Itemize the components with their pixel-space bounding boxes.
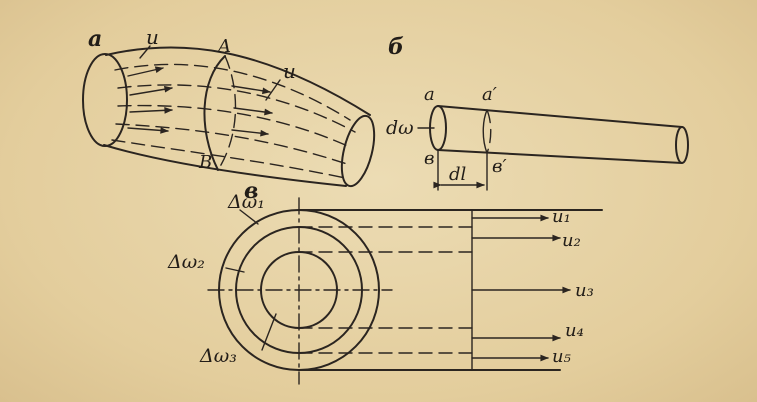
point-a-label: a: [424, 84, 435, 105]
velocity-u4-label: u₄: [565, 320, 584, 341]
panel-v-velocity-profile: в Δω₁ Δω₂ Δω₃ u₁ u₂ u₃ u₄ u₅: [167, 178, 603, 385]
leader-dw3: [261, 313, 277, 351]
area-dw3-label: Δω₃: [199, 345, 237, 367]
tube-a-outlet-ellipse: [340, 114, 376, 188]
tube-b-outlet-ellipse: [675, 126, 689, 164]
section-a-prime-v-prime: [482, 109, 488, 154]
streamline-a-1: [114, 63, 351, 121]
tube-b-top: [437, 105, 683, 128]
velocity-leader-right: [265, 79, 281, 101]
section-label-B: B: [198, 152, 212, 173]
leader-dw1: [239, 209, 259, 225]
tube-b-bottom: [437, 149, 683, 164]
streamline-a-3: [117, 104, 353, 149]
point-v-label: в: [424, 148, 434, 169]
velocity-arrow-a-2: [129, 85, 173, 96]
leader-dw2: [225, 267, 245, 273]
velocity-u2-label: u₂: [562, 230, 581, 251]
velocity-u3-label: u₃: [575, 280, 594, 301]
section-a-b-curve: [203, 55, 226, 171]
section-label-A: A: [216, 36, 231, 57]
point-a-prime-label: a′: [482, 84, 497, 105]
panel-b-elementary-tube: б a a′ в в′ dω dl: [386, 34, 689, 191]
velocity-u1-label: u₁: [552, 206, 571, 227]
area-dw1-label: Δω₁: [227, 191, 265, 213]
velocity-arrow-a-5: [231, 85, 271, 95]
velocity-arrow-a-6: [233, 107, 273, 116]
length-dl-label: dl: [449, 164, 467, 185]
panel-a-label: а: [88, 26, 102, 52]
tube-a-top-outline: [105, 46, 371, 116]
velocity-arrow-a-7: [231, 129, 269, 137]
tube-a-inlet-ellipse: [82, 53, 128, 147]
area-dw-label: dω: [386, 117, 414, 139]
streamline-a-4: [115, 123, 351, 166]
streamline-a-5: [111, 139, 346, 179]
velocity-arrow-a-1: [127, 66, 164, 77]
panel-b-label: б: [388, 34, 404, 60]
section-a-b-hidden: [217, 55, 237, 171]
velocity-u5-label: u₅: [552, 346, 571, 367]
panel-v-label: в: [244, 178, 258, 204]
area-dw2-label: Δω₂: [167, 251, 205, 273]
velocity-label-right: u: [283, 59, 296, 83]
panel-a-stream-tube: а u u A B: [82, 25, 376, 188]
velocity-arrow-a-4: [127, 127, 169, 134]
streamline-a-2: [117, 84, 356, 133]
velocity-label-left: u: [146, 25, 159, 49]
point-v-prime-label: в′: [492, 156, 507, 177]
section-a-prime-v-prime-hidden: [486, 109, 492, 154]
velocity-leader-left: [139, 45, 151, 59]
velocity-arrow-a-3: [129, 107, 173, 114]
tube-a-bottom-outline: [103, 144, 347, 187]
